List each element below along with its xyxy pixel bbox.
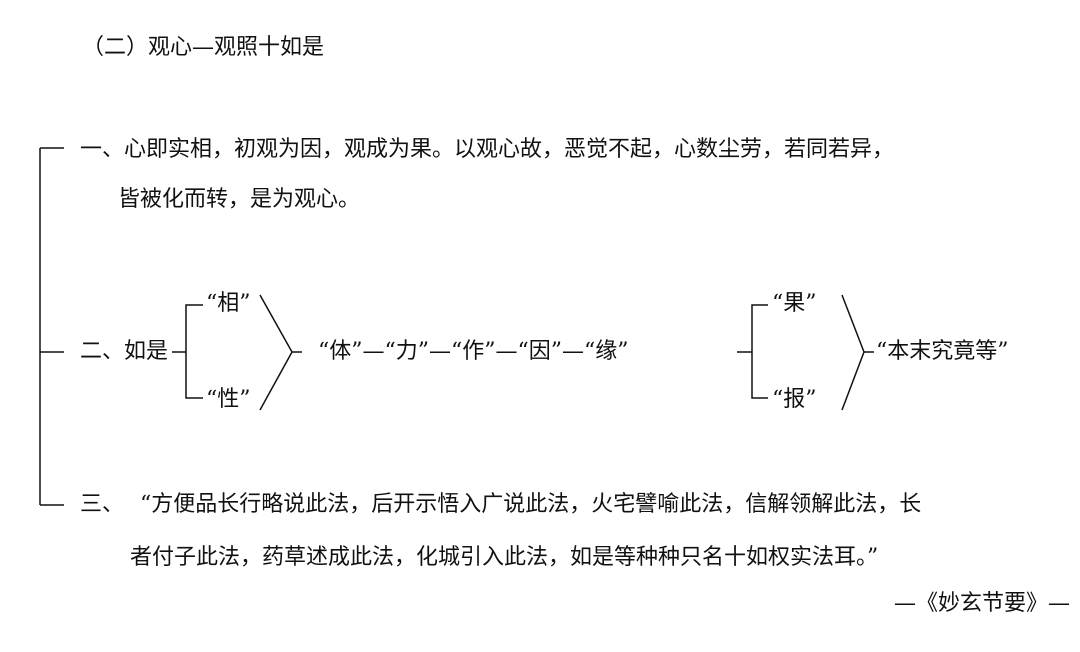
bracket1 [185,304,203,399]
source-citation: —《妙玄节要》— [893,591,1070,616]
node-result: “本末究竟等” [876,339,1009,364]
item1-line2: 皆被化而转，是为观心。 [118,187,361,212]
item1-line1: 一、心即实相，初观为因，观成为果。以观心故，恶觉不起，心数尘劳，若同若异， [80,137,895,162]
item3-line2: 者付子此法，药草述成此法，化城引入此法，如是等种种只名十如权实法耳。” [130,545,879,570]
bracket2 [751,304,768,399]
node-bao: “报” [772,387,817,412]
item2-label: 二、如是 [80,339,169,364]
node-xiang: “相” [206,291,251,316]
section-title: （二）观心—观照十如是 [82,35,325,60]
angle2 [841,294,865,411]
node-guo: “果” [772,291,817,316]
item3-label: 三、 [80,492,125,517]
item3-line1: “方便品长行略说此法，后开示悟入广说此法，火宅譬喻此法，信解领解此法，长 [140,492,922,517]
node-xing: “性” [206,387,251,412]
angle1 [259,294,293,411]
chain-nodes: “体”—“力”—“作”—“因”—“缘” [318,339,629,364]
